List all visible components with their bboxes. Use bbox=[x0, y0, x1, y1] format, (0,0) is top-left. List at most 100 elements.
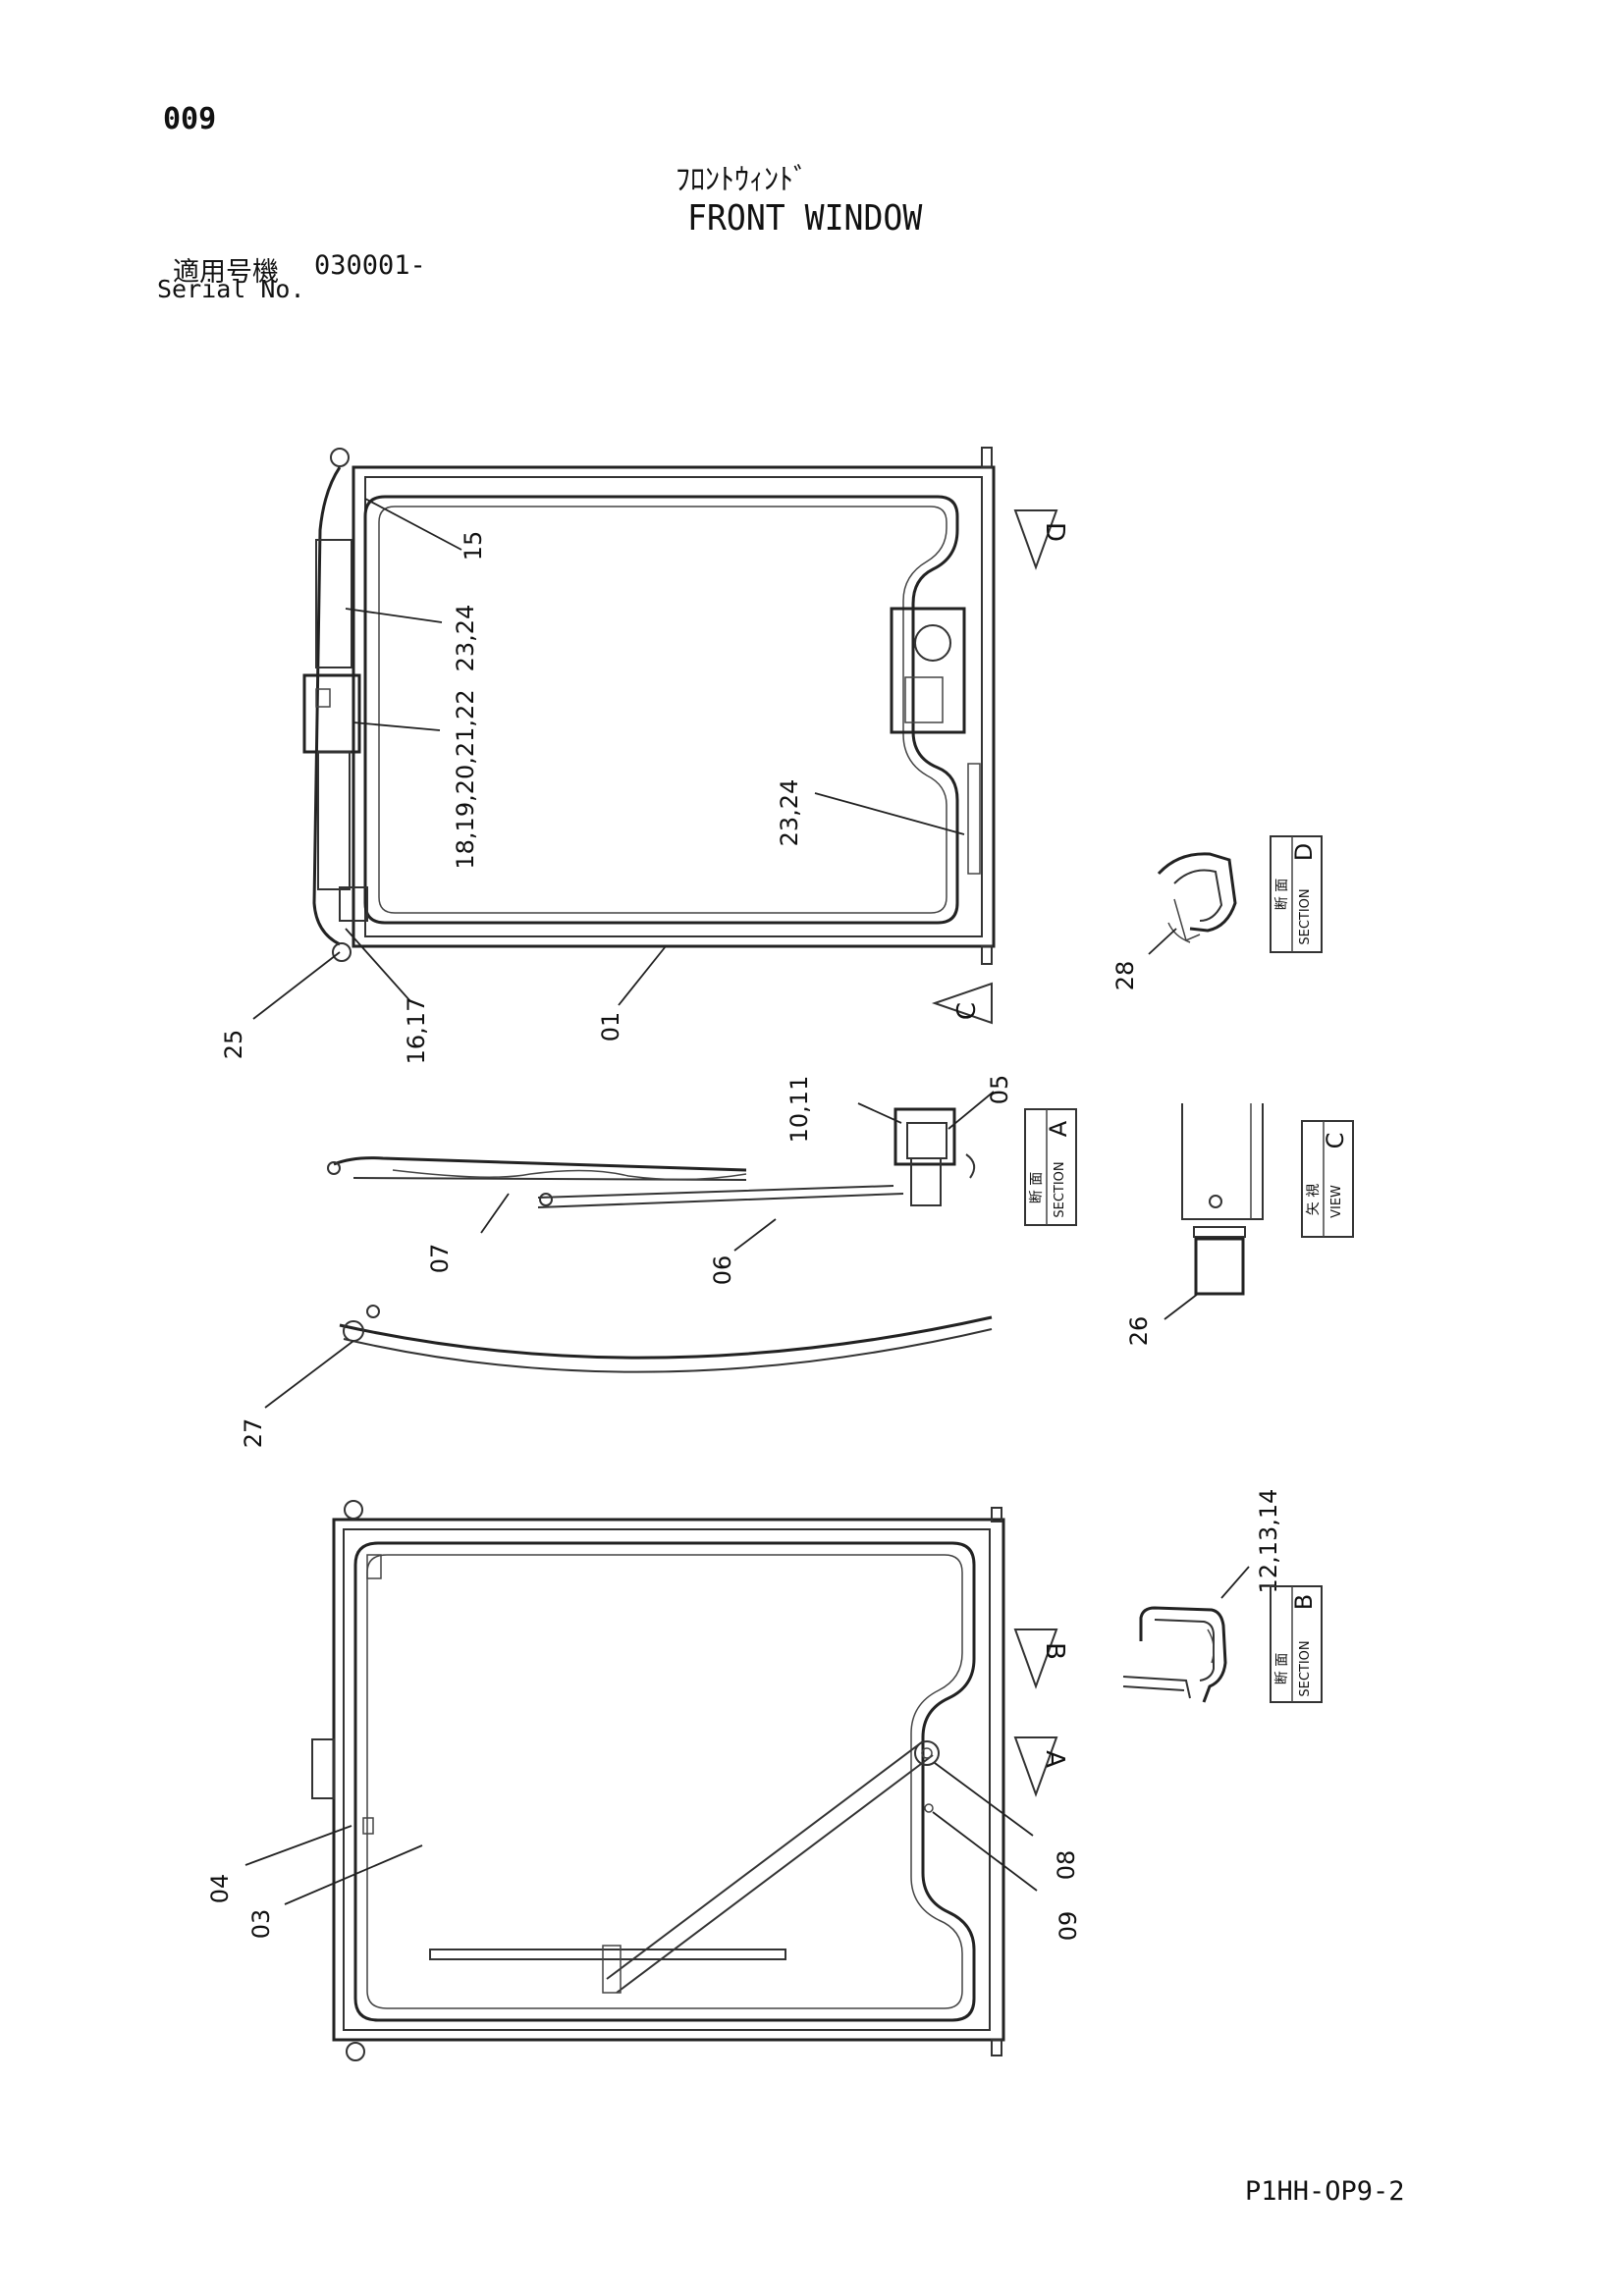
wiper-motor-body bbox=[904, 676, 944, 723]
view-marker-a-arrow bbox=[1013, 1736, 1058, 1797]
view-marker-d-arrow bbox=[1013, 509, 1058, 570]
leader-28 bbox=[1148, 928, 1177, 955]
lock-handle-assembly bbox=[302, 673, 361, 754]
section-b-letter: B bbox=[1290, 1594, 1318, 1610]
front-window-frame-upper: D C bbox=[302, 447, 1069, 1025]
callout-23-24-right: 23,24 bbox=[776, 779, 803, 847]
section-d-detail: 28 断 面 SECTION D bbox=[1111, 835, 1323, 990]
wiper-blade-tip bbox=[327, 1161, 341, 1175]
view-marker-a-label: A bbox=[1040, 1750, 1069, 1768]
view-c-word-en: VIEW bbox=[1329, 1185, 1344, 1218]
view-marker-b-label: B bbox=[1040, 1642, 1069, 1660]
leader-07 bbox=[480, 1193, 510, 1234]
leader-06 bbox=[733, 1218, 777, 1252]
lower-left-hinge-block bbox=[339, 886, 368, 922]
lower-glass-edge bbox=[366, 1554, 963, 2009]
wiper-arm bbox=[537, 1185, 904, 1208]
lower-wiper-blade-clip bbox=[602, 1945, 622, 1994]
callout-16-17: 16,17 bbox=[403, 997, 430, 1065]
lower-wiper-pivot-center bbox=[921, 1747, 933, 1759]
view-c-word-jp: 矢 視 bbox=[1306, 1184, 1322, 1215]
wiper-blade-rubber bbox=[392, 1169, 747, 1181]
wiper-blade-top-edge bbox=[333, 1156, 747, 1172]
leader-12-14 bbox=[1220, 1566, 1250, 1599]
callout-18-22: 18,19,20,21,22 bbox=[452, 689, 479, 869]
callout-06: 06 bbox=[709, 1255, 736, 1286]
curved-rail-bottom bbox=[343, 1328, 993, 1373]
view-c-channel bbox=[1181, 1103, 1264, 1220]
upper-frame-outer bbox=[352, 465, 996, 948]
leader-23-24-right bbox=[814, 792, 965, 835]
lower-left-catch bbox=[362, 1817, 374, 1835]
view-c-bolt bbox=[1209, 1195, 1222, 1208]
curved-rail: 27 bbox=[240, 1305, 993, 1449]
view-marker-c-label: C bbox=[952, 1002, 982, 1020]
wiper-pivot-housing bbox=[893, 1107, 956, 1166]
lock-handle-slot bbox=[315, 688, 331, 708]
section-d-seal-inner bbox=[1173, 869, 1223, 922]
callout-03: 03 bbox=[247, 1909, 275, 1940]
lower-left-clip bbox=[366, 1554, 382, 1579]
upper-rail-pin-top bbox=[981, 447, 993, 468]
lower-left-knob-top bbox=[344, 1500, 363, 1520]
leader-09 bbox=[932, 1811, 1038, 1892]
lower-left-handle bbox=[311, 1738, 335, 1799]
leader-25 bbox=[252, 951, 341, 1020]
section-d-letter: D bbox=[1290, 843, 1318, 861]
section-b-seal-inner bbox=[1154, 1619, 1215, 1682]
page-number: 009 bbox=[163, 102, 217, 136]
page-title: FRONT WINDOW bbox=[687, 198, 923, 239]
wiper-pivot-shaft bbox=[910, 1157, 942, 1206]
leader-08 bbox=[934, 1762, 1034, 1837]
serial-label-japanese: 適用号機 bbox=[173, 257, 279, 288]
upper-glass-edge bbox=[378, 506, 947, 914]
upper-left-guide-lower bbox=[317, 751, 351, 890]
view-c-label-box bbox=[1301, 1120, 1354, 1238]
lower-wiper-pivot bbox=[914, 1740, 940, 1766]
leader-05 bbox=[947, 1091, 995, 1130]
upper-rail-pin-bottom bbox=[981, 945, 993, 965]
section-d-seal-profile bbox=[1157, 852, 1237, 933]
section-a-letter: A bbox=[1045, 1120, 1072, 1137]
upper-left-guide-upper bbox=[315, 539, 352, 668]
front-window-frame-lower: B A 04 03 08 09 bbox=[206, 1500, 1082, 2061]
section-d-lip bbox=[1167, 898, 1201, 943]
callout-01: 01 bbox=[597, 1012, 624, 1042]
callout-07: 07 bbox=[426, 1244, 454, 1274]
section-a-word-en: SECTION bbox=[1053, 1161, 1067, 1217]
section-a-label-box bbox=[1024, 1108, 1077, 1226]
drawing-code: P1HH-OP9-2 bbox=[1245, 2176, 1405, 2207]
callout-09: 09 bbox=[1055, 1911, 1082, 1942]
section-a-side-profile: 10,11 05 07 06 断 面 SECTION A bbox=[327, 1075, 1077, 1286]
upper-left-bracket bbox=[312, 466, 342, 946]
page-title-japanese: ﾌﾛﾝﾄｳｨﾝﾄﾞ bbox=[676, 163, 808, 197]
callout-27: 27 bbox=[240, 1418, 267, 1449]
view-marker-c-arrow bbox=[931, 982, 993, 1025]
upper-leader-lines bbox=[252, 498, 965, 1020]
upper-left-knob-top bbox=[330, 448, 350, 467]
callout-10-11: 10,11 bbox=[785, 1076, 813, 1144]
view-c-letter: C bbox=[1322, 1133, 1349, 1149]
callout-08: 08 bbox=[1053, 1850, 1080, 1881]
upper-left-knob-bottom bbox=[332, 942, 352, 962]
section-b-seal-profile bbox=[1139, 1606, 1227, 1703]
lower-washer-nozzle bbox=[924, 1803, 934, 1813]
lower-rail-pin-bottom bbox=[991, 2039, 1002, 2056]
callout-15: 15 bbox=[460, 531, 487, 561]
lower-frame-inner bbox=[343, 1528, 991, 2031]
leader-23-24-top bbox=[345, 608, 443, 623]
section-b-lip bbox=[1207, 1629, 1215, 1664]
callout-04: 04 bbox=[206, 1874, 234, 1904]
wiper-arm-joint bbox=[539, 1193, 553, 1206]
leader-04 bbox=[244, 1825, 352, 1866]
serial-number-value: 030001- bbox=[314, 250, 426, 281]
section-b-word-jp: 断 面 bbox=[1274, 1653, 1290, 1684]
wiper-motor-housing bbox=[890, 607, 966, 734]
lower-glass-seal bbox=[353, 1541, 976, 2022]
leader-26 bbox=[1164, 1293, 1199, 1320]
lower-rail-pin-top bbox=[991, 1507, 1002, 1522]
wiper-motor-disc bbox=[914, 624, 951, 662]
section-d-word-jp: 断 面 bbox=[1274, 879, 1290, 910]
upper-right-latch-strip bbox=[967, 763, 981, 875]
